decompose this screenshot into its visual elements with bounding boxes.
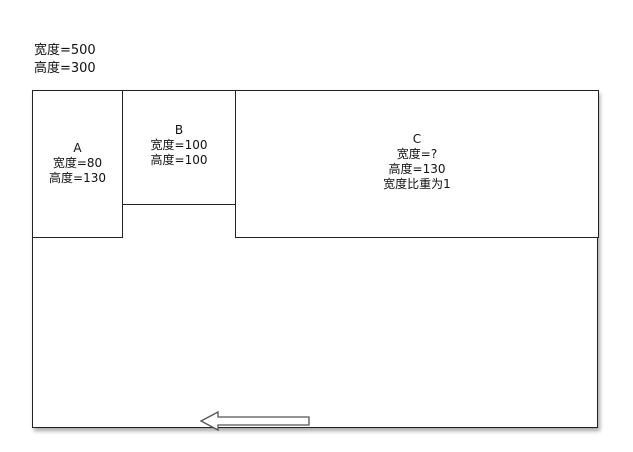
box-b: B 宽度=100 高度=100 xyxy=(122,90,236,205)
box-c-name: C xyxy=(412,132,422,146)
container-width-label: 宽度=500 xyxy=(34,43,96,58)
box-a-name: A xyxy=(73,141,82,155)
box-c-flex: 宽度比重为1 xyxy=(383,177,451,191)
container-dimensions: 宽度=500 高度=300 xyxy=(34,42,96,78)
box-c: C 宽度=? 高度=130 宽度比重为1 xyxy=(235,90,599,238)
left-arrow-icon xyxy=(200,410,310,432)
box-b-height: 高度=100 xyxy=(150,153,208,167)
box-c-height: 高度=130 xyxy=(388,162,446,176)
box-c-width: 宽度=? xyxy=(396,147,438,161)
container-height-label: 高度=300 xyxy=(34,61,96,76)
box-a: A 宽度=80 高度=130 xyxy=(32,90,123,238)
box-a-width: 宽度=80 xyxy=(52,156,103,170)
box-b-width: 宽度=100 xyxy=(150,138,208,152)
box-a-height: 高度=130 xyxy=(49,171,106,185)
flex-container: A 宽度=80 高度=130 B 宽度=100 高度=100 C 宽度=? 高度… xyxy=(32,90,599,428)
box-b-name: B xyxy=(174,123,184,137)
